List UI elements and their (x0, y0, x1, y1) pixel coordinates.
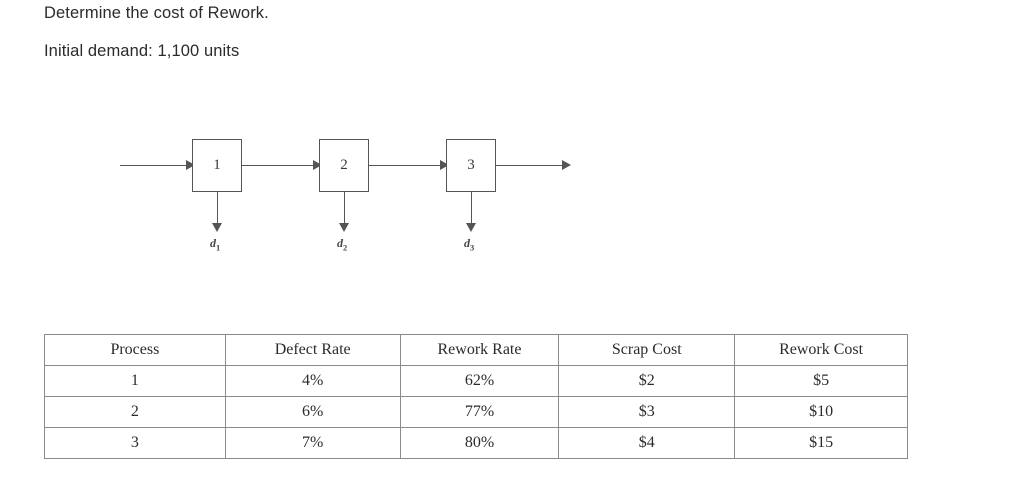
defect-label-2-sub: 2 (343, 242, 348, 253)
process-flow-diagram: 1 2 3 d1 d2 d3 (110, 128, 590, 258)
cell-defect-rate: 6% (224, 396, 401, 428)
cell-process: 2 (44, 396, 226, 428)
defect-line-3 (471, 192, 472, 226)
flow-arrow-2-3-icon (440, 160, 449, 170)
cell-defect-rate: 4% (224, 365, 401, 397)
process-box-2: 2 (319, 139, 369, 192)
defect-label-3-sub: 3 (470, 242, 475, 253)
column-header-scrap-cost: Scrap Cost (558, 334, 736, 366)
process-box-3: 3 (446, 139, 496, 192)
process-data-table: Process Defect Rate Rework Rate Scrap Co… (44, 334, 908, 459)
defect-label-1-text: d (210, 236, 216, 250)
column-header-defect-rate: Defect Rate (224, 334, 401, 366)
cell-scrap-cost: $2 (558, 365, 736, 397)
defect-label-1-sub: 1 (216, 242, 221, 253)
defect-arrow-2-icon (339, 223, 349, 232)
table-row: 2 6% 77% $3 $10 (44, 396, 908, 428)
flow-line-2-3 (369, 165, 446, 166)
output-arrow-icon (562, 160, 571, 170)
cell-rework-rate: 80% (399, 427, 560, 459)
cell-scrap-cost: $3 (558, 396, 736, 428)
input-flow-line (120, 165, 192, 166)
process-box-1: 1 (192, 139, 242, 192)
table-header-row: Process Defect Rate Rework Rate Scrap Co… (44, 334, 908, 366)
flow-arrow-1-2-icon (313, 160, 322, 170)
defect-line-1 (217, 192, 218, 226)
cell-process: 3 (44, 427, 226, 459)
defect-label-3-text: d (464, 236, 470, 250)
column-header-rework-rate: Rework Rate (399, 334, 560, 366)
defect-label-2-text: d (337, 236, 343, 250)
column-header-process: Process (44, 334, 226, 366)
flow-line-1-2 (242, 165, 319, 166)
defect-label-2: d2 (337, 236, 347, 252)
table-row: 3 7% 80% $4 $15 (44, 427, 908, 459)
cell-defect-rate: 7% (224, 427, 401, 459)
defect-arrow-3-icon (466, 223, 476, 232)
defect-arrow-1-icon (212, 223, 222, 232)
defect-label-3: d3 (464, 236, 474, 252)
cell-rework-rate: 62% (399, 365, 560, 397)
cell-process: 1 (44, 365, 226, 397)
input-arrow-icon (186, 160, 195, 170)
output-flow-line (496, 165, 568, 166)
cell-rework-rate: 77% (399, 396, 560, 428)
cell-rework-cost: $5 (734, 365, 908, 397)
cell-rework-cost: $10 (734, 396, 908, 428)
defect-line-2 (344, 192, 345, 226)
column-header-rework-cost: Rework Cost (734, 334, 908, 366)
question-text: Determine the cost of Rework. (44, 4, 269, 22)
cell-rework-cost: $15 (734, 427, 908, 459)
initial-demand-text: Initial demand: 1,100 units (44, 42, 240, 60)
cell-scrap-cost: $4 (558, 427, 736, 459)
defect-label-1: d1 (210, 236, 220, 252)
table-row: 1 4% 62% $2 $5 (44, 365, 908, 397)
